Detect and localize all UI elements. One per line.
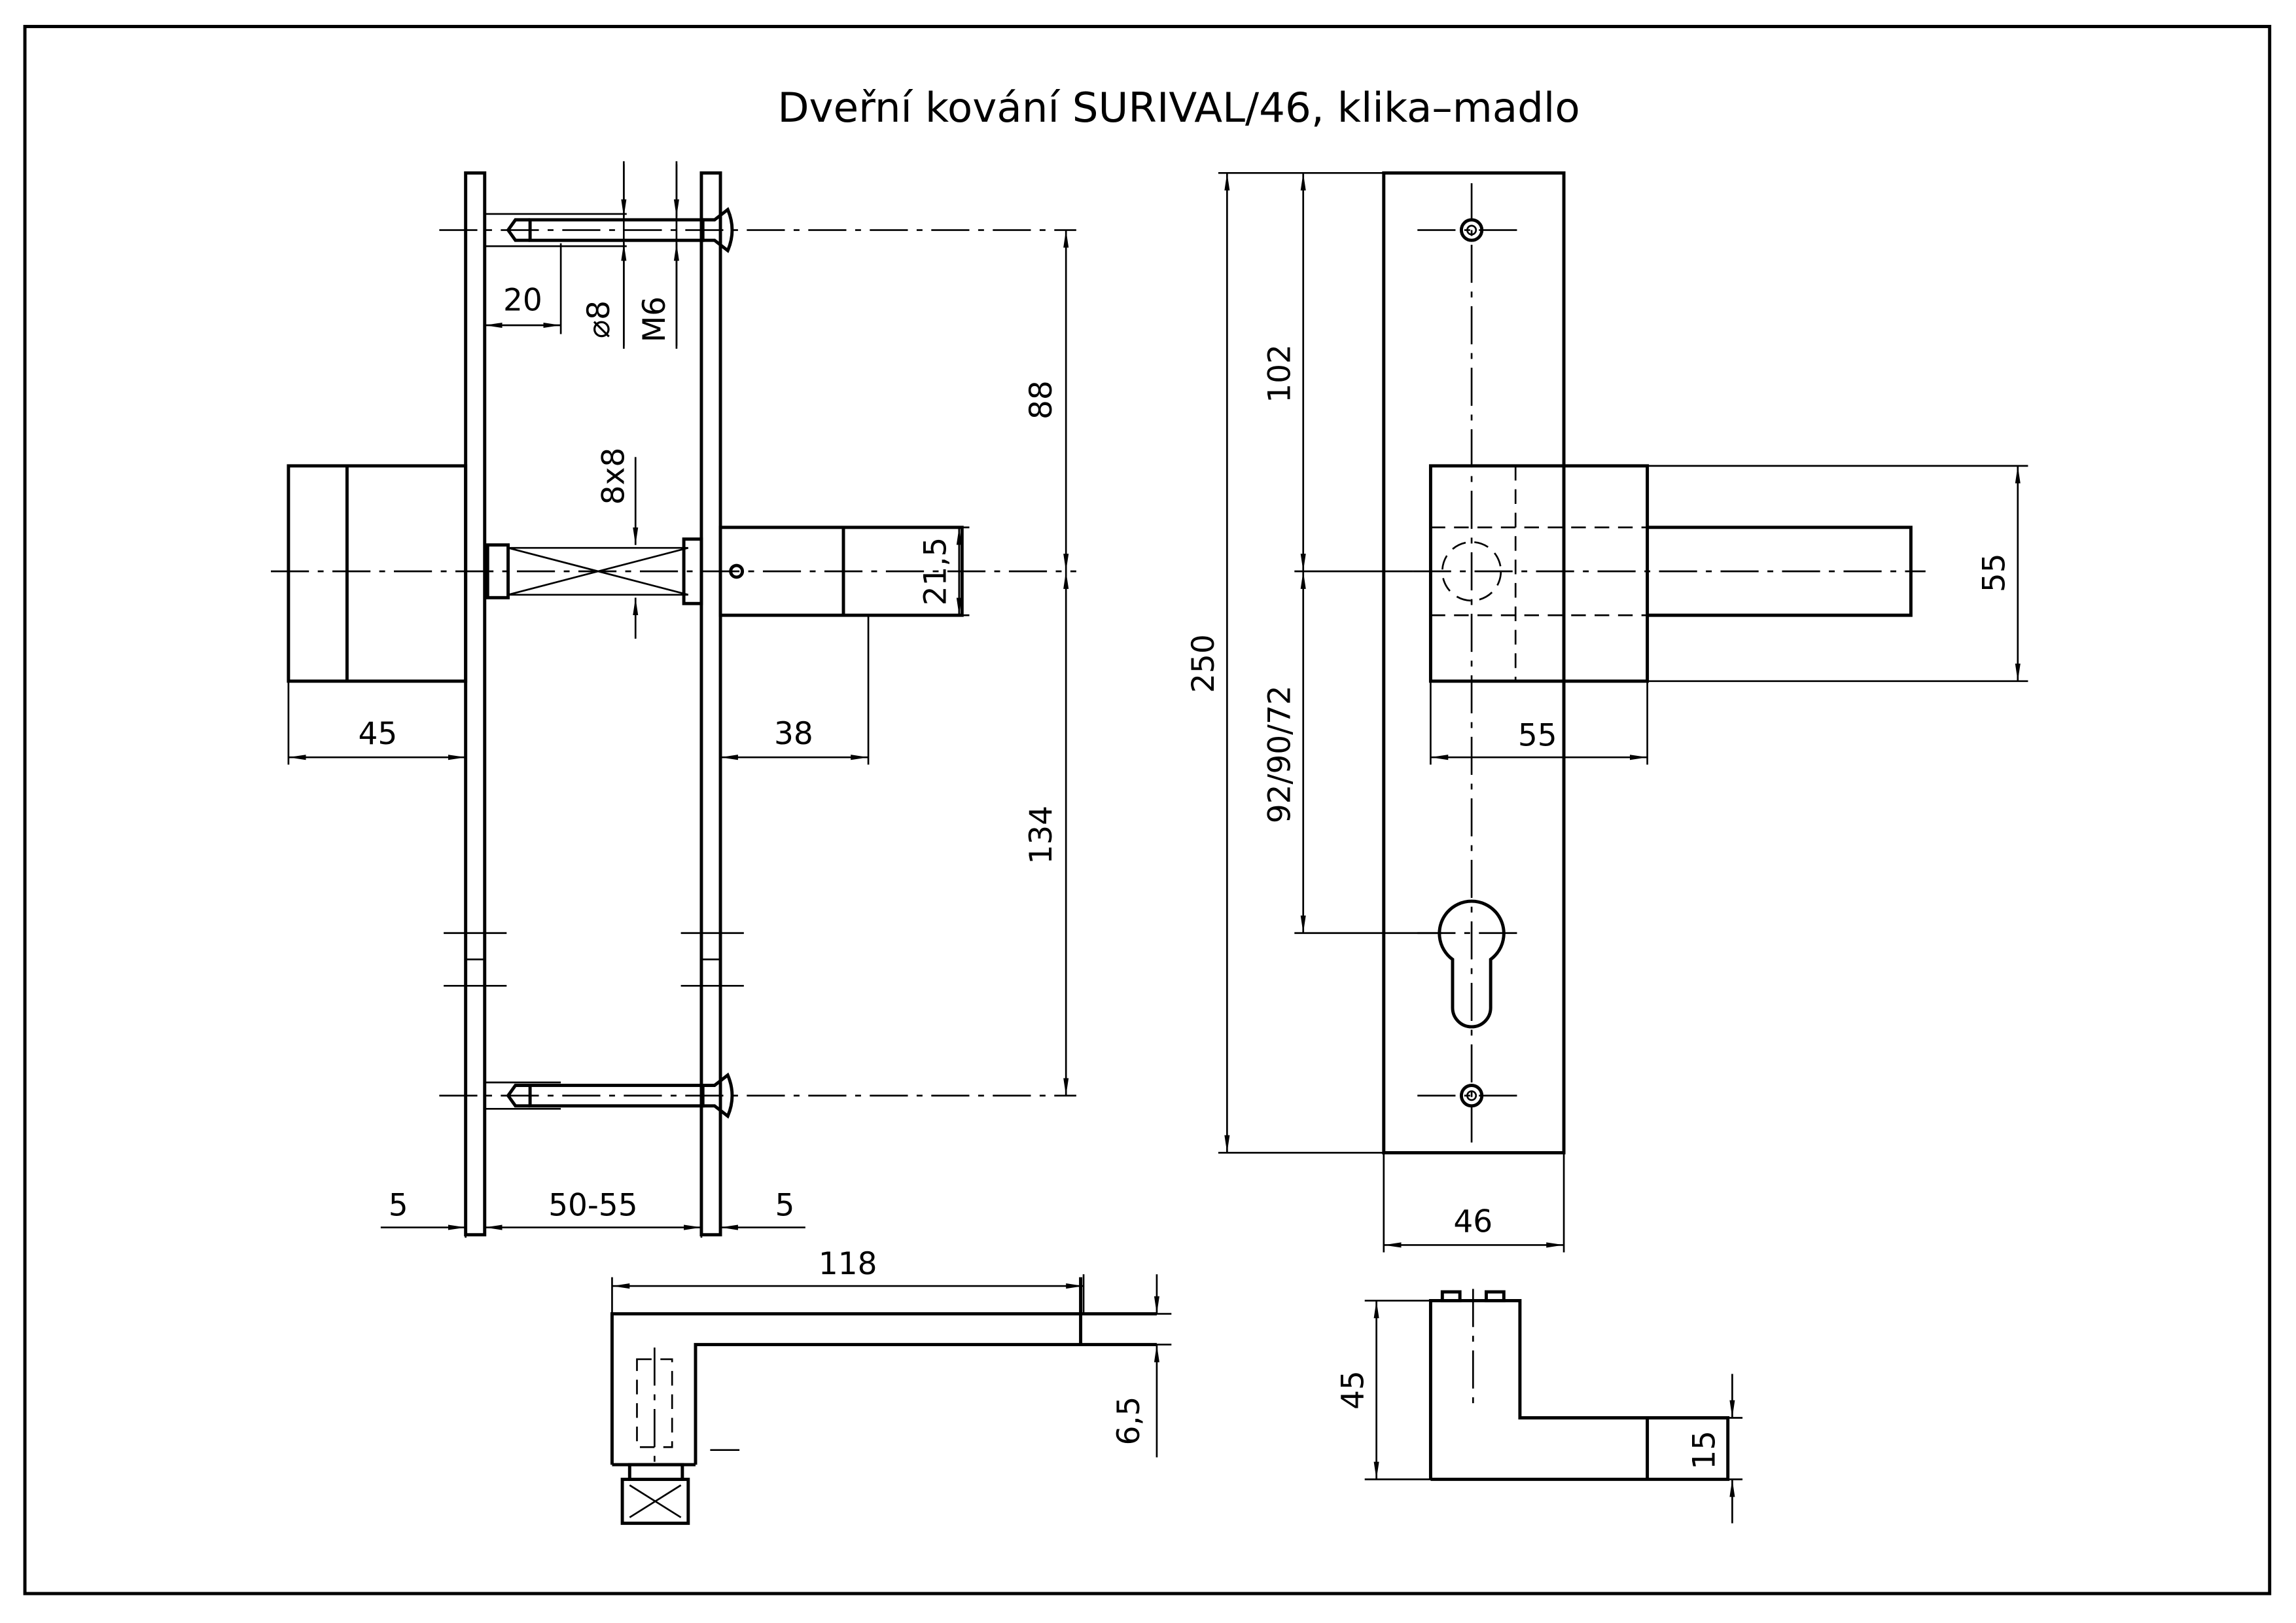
dim-upper: 102 xyxy=(1262,344,1298,403)
dim-rosette-left: 45 xyxy=(358,716,397,752)
dim-hole-diameter: ⌀8 xyxy=(581,300,617,338)
dim-lower: 92/90/72 xyxy=(1262,685,1298,823)
drawing-border xyxy=(23,25,2272,1596)
dim-total-height: 250 xyxy=(1186,634,1222,693)
dim-bottom: 134 xyxy=(1023,806,1059,865)
dim-handle-right: 38 xyxy=(774,716,813,752)
dim-lever-height: 15 xyxy=(1687,1431,1723,1470)
bottom-screw xyxy=(439,1072,1076,1119)
handle-side-view: 45 15 xyxy=(1335,1289,1743,1524)
dim-rosette-height: 55 xyxy=(1977,553,2013,592)
dim-plate-width: 46 xyxy=(1453,1204,1492,1240)
dim-plate-right: 5 xyxy=(775,1188,795,1224)
handle-top-view: 118 6,5 xyxy=(610,1246,1172,1525)
dim-handle-diameter: 21,5 xyxy=(918,537,954,606)
screw-hole-bottom xyxy=(1417,1084,1526,1108)
dim-plate-left: 5 xyxy=(389,1188,408,1224)
dim-door: 50-55 xyxy=(548,1188,638,1224)
dim-top: 88 xyxy=(1023,380,1059,419)
front-view: 250 102 92/90/72 55 55 46 xyxy=(1186,171,2028,1253)
screw-hole-top xyxy=(1417,218,1526,242)
cylinder-keyhole xyxy=(1438,899,1506,1029)
top-screw xyxy=(439,207,1076,253)
dim-spindle: 8x8 xyxy=(595,448,631,505)
dim-rosette-width: 55 xyxy=(1518,717,1557,753)
dim-handle-height: 45 xyxy=(1335,1370,1371,1410)
side-view: 20 ⌀8 M6 8x8 88 134 21,5 45 38 5 50-55 5 xyxy=(271,161,1076,1238)
dim-handle-length: 118 xyxy=(819,1246,877,1282)
dim-thread: M6 xyxy=(637,296,673,342)
dim-handle-thickness: 6,5 xyxy=(1111,1397,1147,1446)
drawing-title: Dveřní kování SURIVAL/46, klika–madlo xyxy=(777,84,1580,132)
dim-screw-depth: 20 xyxy=(503,283,542,319)
